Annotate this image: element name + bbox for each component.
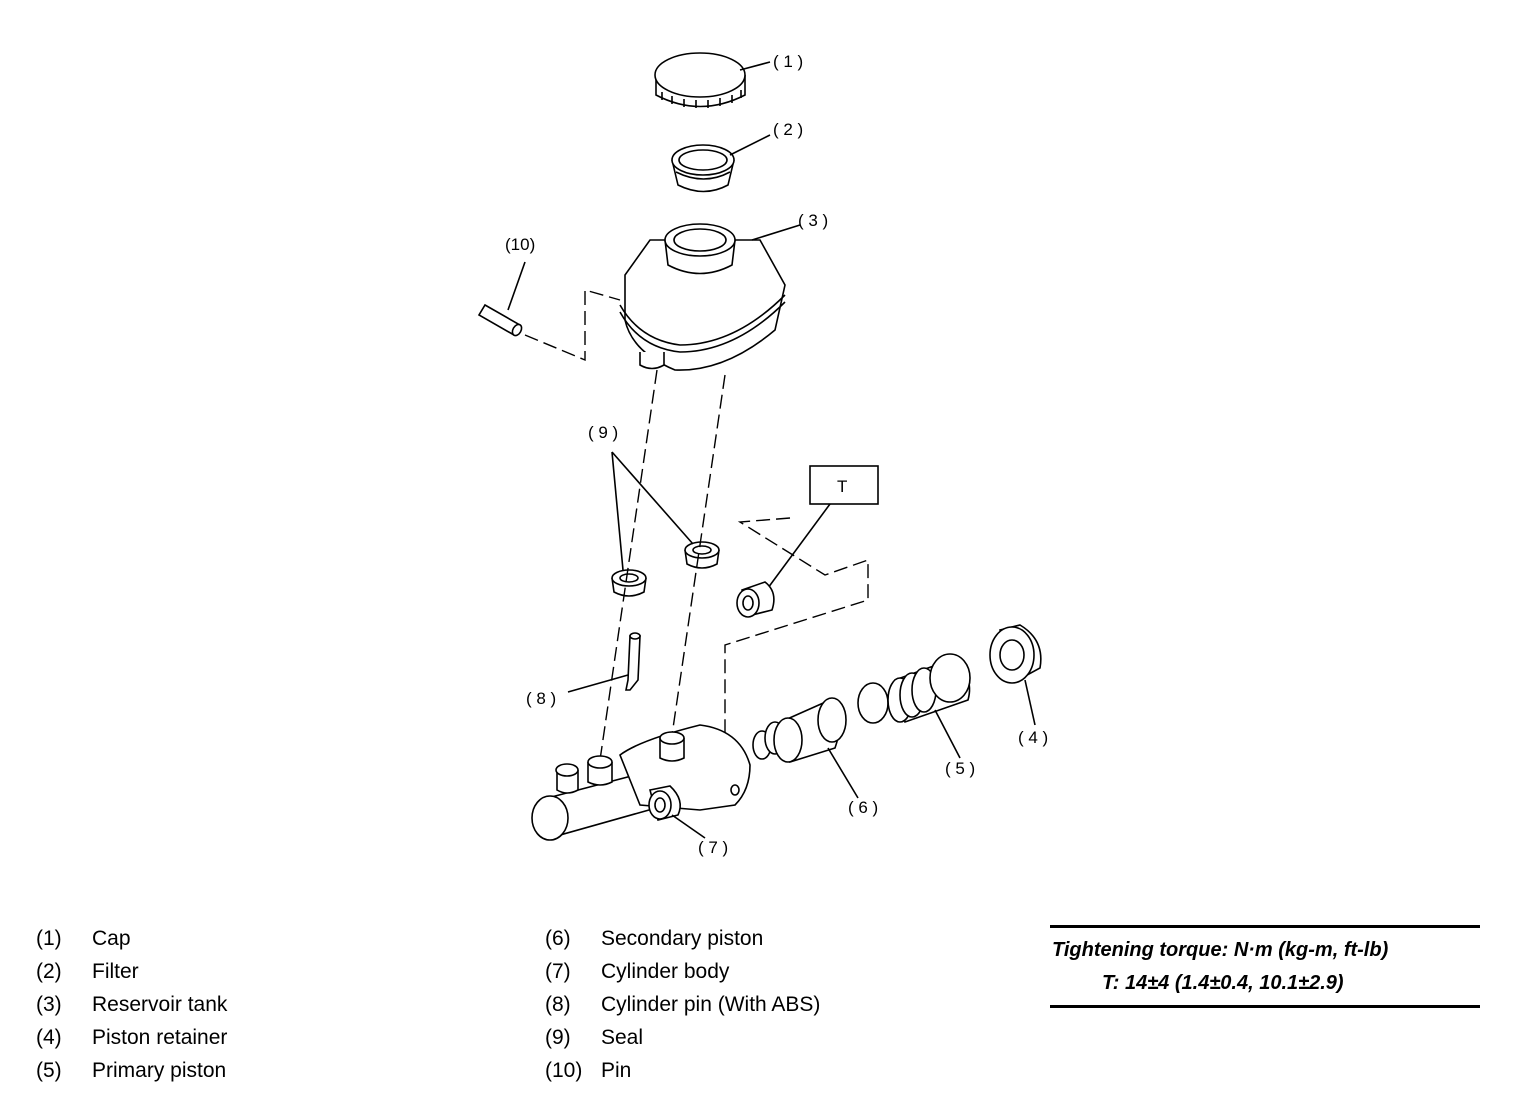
legend-item: (2) Filter	[36, 955, 227, 988]
legend-left: (1) Cap (2) Filter (3) Reservoir tank (4) Pi…	[36, 922, 227, 1087]
callout-10: (10)	[505, 235, 535, 254]
primary-piston-part	[857, 653, 971, 759]
cap-part	[654, 52, 771, 108]
cylinder-pin-part	[567, 632, 641, 693]
legend-item: (4) Piston retainer	[36, 1021, 227, 1054]
legend-number: (3)	[36, 993, 62, 1016]
callout-9: ( 9 )	[588, 423, 618, 442]
legend-number: (5)	[36, 1059, 62, 1082]
callout-8: ( 8 )	[526, 689, 556, 708]
legend-label: Primary piston	[92, 1059, 227, 1082]
legend-label: Secondary piston	[601, 927, 764, 950]
legend-item: (6) Secondary piston	[545, 922, 820, 955]
torque-heading: Tightening torque: N·m (kg-m, ft-lb)	[1052, 939, 1389, 961]
callout-2: ( 2 )	[773, 120, 803, 139]
legend-number: (8)	[545, 993, 571, 1016]
seal-parts	[611, 451, 720, 597]
secondary-piston-part	[752, 697, 859, 799]
callout-4: ( 4 )	[1018, 728, 1048, 747]
legend-number: (10)	[545, 1059, 583, 1082]
legend-item: (3) Reservoir tank	[36, 988, 227, 1021]
filter-part	[671, 134, 771, 193]
legend-label: Pin	[601, 1059, 632, 1082]
legend-number: (9)	[545, 1026, 571, 1049]
pin-part	[477, 261, 621, 362]
master-cylinder-exploded-diagram: ( 1 ) ( 2 ) ( 3 ) (10) ( 9 ) T ( 8 ) ( 4…	[477, 52, 1048, 857]
legend-label: Filter	[92, 960, 139, 983]
callout-3: ( 3 )	[798, 211, 828, 230]
torque-callout	[724, 465, 879, 740]
legend-label: Cylinder pin (With ABS)	[601, 993, 821, 1016]
piston-retainer-part	[989, 624, 1042, 726]
nut-part	[736, 581, 775, 618]
callout-7: ( 7 )	[698, 838, 728, 857]
legend-label: Reservoir tank	[92, 993, 228, 1016]
legend-label: Piston retainer	[92, 1026, 228, 1049]
legend-label: Cylinder body	[601, 960, 730, 983]
legend-label: Cap	[92, 927, 131, 950]
legend-number: (2)	[36, 960, 62, 983]
legend-item: (9) Seal	[545, 1021, 820, 1054]
legend-number: (7)	[545, 960, 571, 983]
legend-item: (5) Primary piston	[36, 1054, 227, 1087]
legend-item: (8) Cylinder pin (With ABS)	[545, 988, 820, 1021]
legend-number: (6)	[545, 927, 571, 950]
callout-t: T	[837, 477, 847, 496]
legend-number: (1)	[36, 927, 62, 950]
legend-item: (7) Cylinder body	[545, 955, 820, 988]
legend-number: (4)	[36, 1026, 62, 1049]
callout-5: ( 5 )	[945, 759, 975, 778]
callout-6: ( 6 )	[848, 798, 878, 817]
legend-label: Seal	[601, 1026, 644, 1049]
reservoir-tank-part	[619, 223, 801, 371]
legend-right: (6) Secondary piston (7) Cylinder body (8)…	[545, 922, 820, 1087]
torque-value: T: 14±4 (1.4±0.4, 10.1±2.9)	[1102, 972, 1344, 994]
torque-spec: Tightening torque: N·m (kg-m, ft-lb) T: …	[1050, 925, 1480, 1008]
cylinder-body-part	[531, 724, 751, 841]
legend-item: (10) Pin	[545, 1054, 820, 1087]
legend-item: (1) Cap	[36, 922, 227, 955]
callout-1: ( 1 )	[773, 52, 803, 71]
